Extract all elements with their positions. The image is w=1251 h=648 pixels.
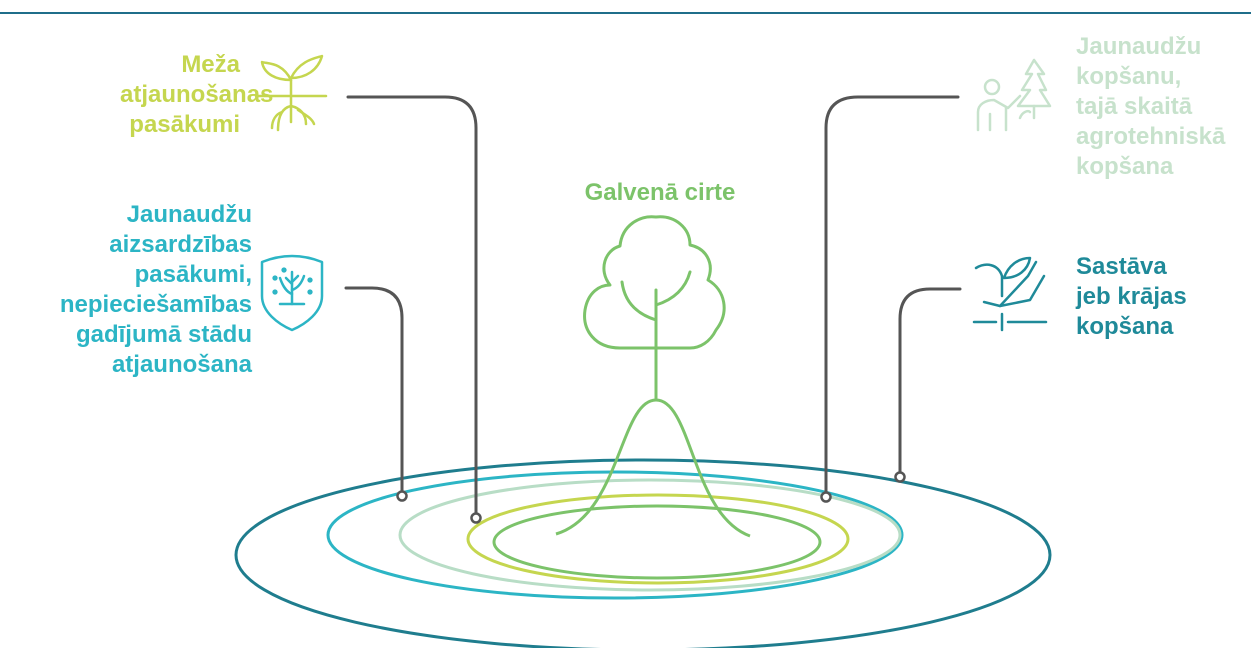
- growth-bell-curve: [556, 400, 750, 536]
- label-young-tending: Jaunaudžu kopšanu, tajā skaitā agrotehni…: [1076, 32, 1251, 182]
- label-young-protection: Jaunaudžu aizsardzības pasākumi, nepieci…: [0, 200, 252, 380]
- connector-young-tending: [826, 97, 958, 496]
- hand-with-sprout-icon: [974, 258, 1046, 330]
- connector-dot-forest-renewal: [472, 514, 481, 523]
- ring-yellow-green: [468, 495, 848, 583]
- ring-outer-dark: [236, 460, 1050, 648]
- person-with-tree-icon: [978, 60, 1050, 130]
- shield-seedling-icon: [262, 256, 322, 330]
- label-forest-renewal: Meža atjaunošanas pasākumi: [120, 50, 240, 140]
- connector-composition: [900, 289, 960, 477]
- connector-dot-young-tending: [822, 493, 831, 502]
- ring-green: [494, 506, 820, 578]
- tree-icon: [585, 217, 725, 400]
- connector-forest-renewal: [348, 97, 476, 517]
- label-main-felling: Galvenā cirte: [540, 178, 780, 208]
- connector-dot-composition: [896, 473, 905, 482]
- label-composition-tending: Sastāva jeb krājas kopšana: [1076, 252, 1251, 342]
- connector-young-protection: [346, 288, 402, 495]
- connector-dot-young-protection: [398, 492, 407, 501]
